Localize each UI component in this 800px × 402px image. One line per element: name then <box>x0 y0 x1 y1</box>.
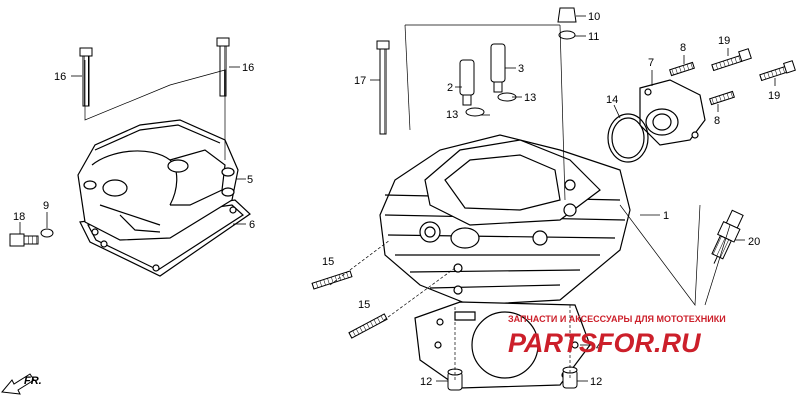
front-label: FR. <box>24 375 42 387</box>
callout-13-right: 13 <box>524 92 536 104</box>
stud-bolt-15-lower <box>348 313 388 339</box>
callout-15-lower: 15 <box>358 299 370 311</box>
washer-9 <box>40 228 54 238</box>
callouts: 16 16 5 6 9 18 17 2 3 13 13 10 11 1 4 12… <box>13 11 780 388</box>
callout-6: 6 <box>249 219 255 231</box>
cylinder-head-gasket <box>414 301 591 389</box>
watermark-brand: PARTSFOR.RU <box>508 328 702 358</box>
callout-3: 3 <box>518 63 524 75</box>
callout-13-left: 13 <box>446 109 458 121</box>
clip-13-left <box>465 107 485 117</box>
bolt-16-left <box>79 47 93 107</box>
callout-8-lower: 8 <box>714 115 720 127</box>
stud-bolt-15-upper <box>311 270 353 290</box>
callout-18: 18 <box>13 211 25 223</box>
callout-15-upper: 15 <box>322 256 334 268</box>
callout-16-right: 16 <box>242 62 254 74</box>
leader-lines <box>19 15 776 382</box>
callout-4: 4 <box>596 341 602 353</box>
cylinder-head <box>379 134 631 306</box>
callout-7: 7 <box>648 57 654 69</box>
callout-12-right: 12 <box>590 376 602 388</box>
callout-16-left: 16 <box>54 71 66 83</box>
callout-10: 10 <box>588 11 600 23</box>
insulator-7 <box>639 79 706 146</box>
bolt-19-upper <box>711 48 752 72</box>
callout-8-upper: 8 <box>680 42 686 54</box>
callout-12-left: 12 <box>420 376 432 388</box>
callout-19-lower: 19 <box>768 90 780 102</box>
cylinder-head-cover <box>77 119 251 277</box>
callout-9: 9 <box>43 200 49 212</box>
valve-guide-2 <box>459 59 475 106</box>
callout-14: 14 <box>606 94 618 106</box>
callout-17: 17 <box>354 75 366 87</box>
bolt-17 <box>376 40 390 135</box>
callout-2: 2 <box>447 82 453 94</box>
cap-nut-10 <box>557 7 577 23</box>
stud-8-lower <box>709 90 735 106</box>
watermark: ЗАПЧАСТИ И АКСЕССУАРЫ ДЛЯ МОТОТЕХНИКИ PA… <box>508 314 726 358</box>
washer-11 <box>558 30 576 40</box>
bolt-16-right <box>216 37 230 97</box>
bolt-18 <box>9 233 39 247</box>
callout-19-upper: 19 <box>718 35 730 47</box>
o-ring-14 <box>607 113 649 163</box>
callout-1: 1 <box>663 210 669 222</box>
callout-11: 11 <box>588 31 599 43</box>
stud-8-upper <box>669 61 695 77</box>
callout-5: 5 <box>247 174 253 186</box>
bolt-19-lower <box>759 60 796 82</box>
reference-lines <box>84 24 731 380</box>
front-direction-arrow: FR. <box>1 373 42 395</box>
valve-guide-3 <box>490 43 506 93</box>
callout-20: 20 <box>748 236 760 248</box>
watermark-tagline: ЗАПЧАСТИ И АКСЕССУАРЫ ДЛЯ МОТОТЕХНИКИ <box>508 314 726 324</box>
